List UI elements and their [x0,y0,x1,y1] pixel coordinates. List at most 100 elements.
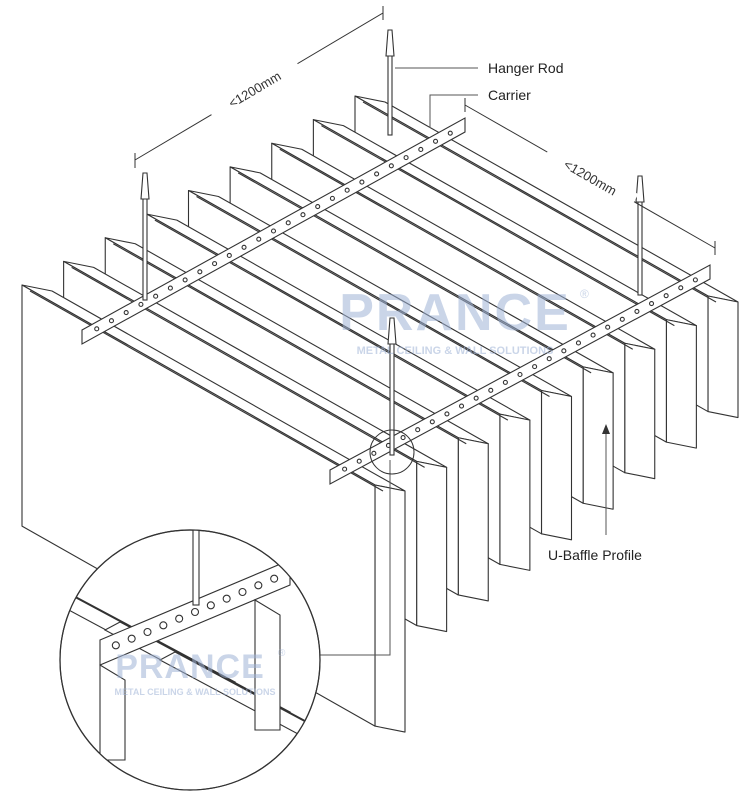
carrier-back-hole-24 [432,138,439,144]
carrier-back-hole-20 [374,171,380,177]
carrier-front-hole-2 [356,458,362,464]
carrier-front-hole-1 [342,466,348,472]
carrier-front-hole-17 [575,340,582,346]
carrier-back-hole-22 [403,155,409,161]
detail-rod [192,530,200,606]
carrier-front-hole-14 [532,364,538,370]
baffle-lip-1 [321,125,675,327]
baffle-lip-7 [71,266,425,468]
watermark-brand: PRANCE [339,284,571,342]
carrier-back-hole-14 [285,220,291,226]
carrier-back-hole-11 [241,244,247,250]
hanger-rod-4-head [387,317,397,345]
detail-hole-9 [238,587,247,597]
carrier-back-hole-3 [123,309,129,316]
carrier-front-hole-24 [678,285,684,291]
hanger-rod-1-head [385,29,395,57]
carrier-back-hole-7 [182,277,188,283]
detail-watermark-tagline: METAL CEILING & WALL SOLUTIONS [115,687,276,697]
hanger-rod-3 [637,197,643,296]
watermark-registered: ® [580,287,589,301]
carrier-back-hole-10 [226,252,232,259]
carrier-back-hole-23 [418,146,424,153]
leader-lines [300,67,607,656]
detail-hole-7 [206,601,215,610]
carrier-back-hole-15 [300,212,306,218]
detail-hole-2 [127,634,136,643]
detail-inset [59,529,321,791]
hanger-rod-1 [387,51,393,136]
carrier-front-hole-12 [502,379,508,385]
carrier-front-hole-22 [648,300,655,307]
carrier-back-hole-5 [153,293,159,299]
detail-hole-11 [270,574,279,583]
carrier-front-hole-20 [619,316,625,322]
baffle-lip-5 [154,219,509,421]
u-baffle-profile-label: U-Baffle Profile [548,547,642,563]
brand-watermark: PRANCE ® METAL CEILING & WALL SOLUTIONS [339,284,589,357]
carrier-front-hole-13 [517,371,523,378]
carrier-back-hole-6 [167,285,173,291]
carrier-back-hole-9 [212,261,218,267]
baffle-end-1 [665,319,697,449]
carrier-front-hole-8 [444,411,450,417]
carrier-back-hole-4 [138,301,144,307]
detail-marker-circle [369,429,415,475]
carrier-front-hole-23 [663,293,669,299]
carrier-front-hole-11 [488,387,494,393]
hanger-rod-label: Hanger Rod [488,60,564,76]
carriers [81,117,711,485]
baffle-lip-6 [112,243,467,445]
detail-hole-6 [190,607,200,617]
carrier-front-hole-21 [634,308,640,314]
baffle-lip-4 [196,196,550,397]
baffle-end-3 [582,366,614,510]
detail-hole-10 [254,581,263,590]
detail-hole-8 [222,594,231,603]
hanger-rod-2-head [140,172,150,200]
detail-hole-1 [111,641,120,650]
carrier-back-hole-25 [447,130,453,136]
detail-hole-4 [159,621,168,630]
carrier-back-hole-8 [197,269,203,275]
baffle-end-7 [416,460,448,633]
carrier-front-hole-15 [546,356,552,362]
carrier-back-hole-1 [94,326,100,332]
carrier-front-hole-16 [561,348,567,354]
carrier-front-hole-7 [429,419,435,425]
baffle-end-5 [499,413,531,571]
carrier-front-hole-25 [692,277,698,283]
baffle-end-4 [540,389,573,541]
detail-u-right [254,599,281,731]
carrier-back-hole-21 [388,163,394,169]
detail-watermark-registered: ® [278,648,286,659]
carrier-back-hole-16 [315,203,321,210]
carrier-front-hole-18 [590,332,596,338]
u-baffle-arrow-icon [602,424,610,434]
detail-u-left [99,664,126,761]
detail-watermark: PRANCE ® METAL CEILING & WALL SOLUTIONS [115,648,287,697]
baffle-lip-3 [237,172,592,374]
carrier-label: Carrier [488,87,531,103]
carrier-back-hole-17 [329,195,335,201]
carrier-back-hole-13 [270,228,277,234]
watermark-tagline: METAL CEILING & WALL SOLUTIONS [357,345,554,357]
hanger-rod-4 [389,339,395,456]
baffle-end-6 [457,437,489,602]
baffle-lip-0 [362,101,717,303]
carrier-back-hole-2 [108,318,115,324]
hanger-rods [140,29,645,456]
carrier-front-hole-5 [400,435,406,441]
detail-hole-5 [175,614,184,623]
carrier-front-hole-3 [371,450,377,456]
detail-watermark-brand: PRANCE [115,648,265,686]
carrier-back-hole-18 [344,187,350,193]
carrier-front-hole-9 [458,403,465,409]
hanger-rod-2 [142,194,148,301]
baffle-end-2 [624,342,656,480]
hanger-rod-3-head [635,175,645,203]
baffle-lip-8 [29,290,384,492]
carrier-back-hole-19 [359,179,365,185]
baffle-lip-2 [279,148,634,350]
